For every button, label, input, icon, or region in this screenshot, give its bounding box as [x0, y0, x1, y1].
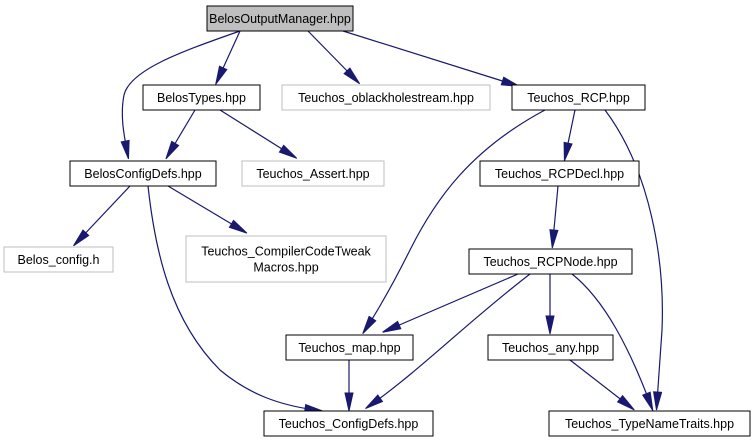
edge-belos_types-to-teuchos_assert — [219, 109, 298, 159]
edge-line — [307, 30, 355, 79]
arrowhead — [215, 65, 228, 85]
node-teuchos-map[interactable]: Teuchos_map.hpp — [285, 334, 414, 361]
node-label: Macros.hpp — [253, 261, 318, 275]
node-box — [69, 160, 217, 187]
edge-belos_output_manager-to-teuchos_rcp — [342, 30, 520, 87]
node-box — [3, 246, 114, 273]
node-label: Teuchos_any.hpp — [502, 341, 599, 355]
node-box — [241, 160, 385, 187]
edge-belos_types-to-belos_config_defs — [165, 109, 196, 160]
edge-teuchos_rcp_node-to-teuchos_type_name_traits — [571, 273, 654, 411]
node-box — [281, 84, 491, 111]
edge-line — [342, 30, 513, 85]
edge-teuchos_rcp_node-to-teuchos_config_defs — [365, 273, 531, 410]
edge-line — [571, 273, 651, 404]
edge-belos_config_defs-to-belos_config_h — [73, 185, 131, 247]
node-label: Teuchos_map.hpp — [298, 341, 400, 355]
edge-line — [366, 109, 546, 328]
arrowhead — [120, 139, 130, 160]
node-box — [142, 84, 261, 111]
node-label: Teuchos_RCPDecl.hpp — [495, 167, 624, 181]
arrowhead — [165, 140, 180, 160]
edge-teuchos_rcp-to-teuchos_type_name_traits — [604, 109, 663, 411]
arrowhead — [362, 315, 377, 335]
edge-teuchos_rcp_node-to-teuchos_any — [545, 274, 555, 335]
node-teuchos-type-name-traits[interactable]: Teuchos_TypeNameTraits.hpp — [548, 410, 751, 437]
node-belos-output-manager[interactable]: BelosOutputManager.hpp — [206, 5, 354, 32]
edge-line — [121, 30, 241, 152]
edge-belos_output_manager-to-belos_types — [215, 30, 241, 85]
node-label: Teuchos_RCPNode.hpp — [483, 255, 617, 269]
node-label: BelosOutputManager.hpp — [209, 12, 351, 26]
node-box — [479, 160, 640, 187]
arrowhead — [228, 219, 248, 234]
node-teuchos-rcp-node[interactable]: Teuchos_RCPNode.hpp — [468, 248, 633, 275]
node-box — [206, 5, 354, 32]
node-teuchos-assert[interactable]: Teuchos_Assert.hpp — [241, 160, 385, 187]
node-belos-config-defs[interactable]: BelosConfigDefs.hpp — [69, 160, 217, 187]
edge-line — [147, 185, 316, 411]
arrowhead — [73, 229, 90, 247]
edge-line — [569, 359, 629, 406]
node-box — [285, 334, 414, 361]
arrowhead — [343, 67, 361, 85]
edge-belos_output_manager-to-teuchos_oblackholestream — [307, 30, 361, 85]
node-teuchos-config-defs[interactable]: Teuchos_ConfigDefs.hpp — [263, 410, 434, 437]
arrowhead — [365, 394, 384, 410]
arrowhead — [278, 144, 298, 159]
node-teuchos-any[interactable]: Teuchos_any.hpp — [487, 334, 614, 361]
edge-belos_output_manager-to-belos_config_defs — [120, 30, 241, 160]
node-label: BelosConfigDefs.hpp — [84, 167, 201, 181]
edge-line — [371, 273, 531, 405]
edge-line — [604, 109, 663, 403]
edge-line — [167, 185, 241, 230]
arrowhead — [382, 320, 402, 333]
edge-line — [219, 109, 291, 155]
node-box — [468, 248, 633, 275]
node-label: Teuchos_RCP.hpp — [527, 91, 630, 105]
edge-belos_config_defs-to-teuchos_config_defs — [147, 185, 324, 414]
node-label: Teuchos_oblackholestream.hpp — [298, 91, 474, 105]
arrowhead — [563, 141, 573, 162]
edge-line — [389, 273, 519, 330]
edge-teuchos_rcp-to-teuchos_map — [362, 109, 546, 335]
node-box — [263, 410, 434, 437]
arrowhead — [653, 391, 663, 411]
edge-teuchos_rcp_node-to-teuchos_map — [382, 273, 519, 333]
node-belos-types[interactable]: BelosTypes.hpp — [142, 84, 261, 111]
edge-line — [78, 185, 131, 241]
node-label: Teuchos_ConfigDefs.hpp — [279, 417, 419, 431]
node-teuchos-rcp[interactable]: Teuchos_RCP.hpp — [511, 84, 646, 111]
arrowhead — [641, 391, 654, 411]
node-label: Teuchos_Assert.hpp — [256, 167, 369, 181]
arrowhead — [545, 315, 555, 335]
arrowhead — [549, 229, 559, 249]
arrowhead — [616, 394, 635, 411]
edge-teuchos_any-to-teuchos_type_name_traits — [569, 359, 635, 411]
node-label: Belos_config.h — [17, 253, 99, 267]
edge-teuchos_rcp_decl-to-teuchos_rcp_node — [549, 185, 559, 249]
edge-teuchos_map-to-teuchos_config_defs — [344, 360, 354, 412]
node-label: BelosTypes.hpp — [157, 91, 246, 105]
node-label: Teuchos_TypeNameTraits.hpp — [565, 417, 734, 431]
node-box — [185, 235, 387, 283]
arrowhead — [344, 392, 354, 412]
edge-teuchos_rcp-to-teuchos_rcp_decl — [563, 109, 576, 162]
node-belos-config-h[interactable]: Belos_config.h — [3, 246, 114, 273]
node-teuchos-oblackholestream[interactable]: Teuchos_oblackholestream.hpp — [281, 84, 491, 111]
node-box — [511, 84, 646, 111]
node-label: Teuchos_CompilerCodeTweak — [201, 245, 371, 259]
node-box — [487, 334, 614, 361]
arrowhead — [500, 76, 520, 87]
node-teuchos-rcp-decl[interactable]: Teuchos_RCPDecl.hpp — [479, 160, 640, 187]
edge-belos_config_defs-to-teuchos_compiler_code_tweak_macros — [167, 185, 248, 234]
edges-layer — [73, 30, 663, 414]
node-box — [548, 410, 751, 437]
